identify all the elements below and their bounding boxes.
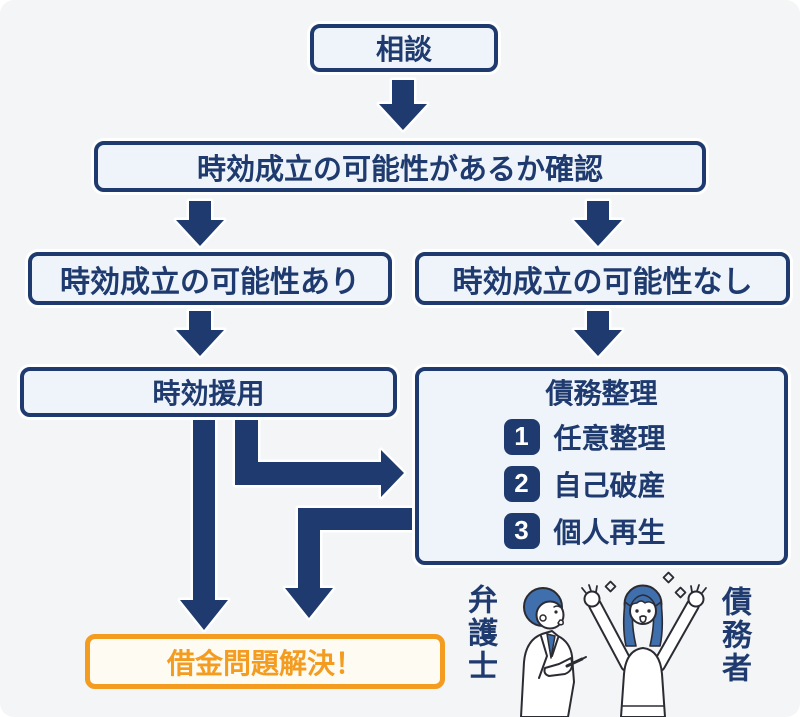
- arrow-enyou-to-result-icon: [177, 416, 231, 633]
- arrow-no-to-workout-icon: [571, 308, 625, 359]
- number-3-badge: 3: [503, 512, 540, 549]
- debt-workout-item-label: 個人再生: [553, 516, 666, 548]
- result-box: 借金問題解決！: [85, 634, 445, 689]
- arrow-yes-to-enyou-icon: [173, 308, 227, 359]
- list-item: 2 自己破産: [503, 464, 700, 504]
- lawyer-label: 弁護士: [463, 584, 496, 683]
- prescription-invoke-box: 時効援用: [20, 367, 397, 417]
- debt-workout-title: 債務整理: [545, 378, 658, 409]
- arrow-check-to-yes-icon: [173, 198, 227, 249]
- debt-workout-box: 債務整理 1 任意整理 2 自己破産 3 個人再生: [415, 367, 788, 565]
- debtor-label: 債務者: [717, 586, 750, 685]
- list-item: 3 個人再生: [503, 511, 700, 551]
- arrow-enyou-to-workout-icon: [232, 416, 407, 500]
- lawyer-illustration: [520, 587, 587, 717]
- arrow-workout-to-result-icon: [282, 505, 418, 621]
- possibility-yes-box: 時効成立の可能性あり: [28, 252, 392, 305]
- debt-workout-item-label: 自己破産: [553, 469, 666, 501]
- arrow-consult-to-check-icon: [376, 77, 430, 133]
- possibility-no-box: 時効成立の可能性なし: [415, 252, 790, 305]
- lawyer-and-debtor-illustration: [520, 571, 707, 717]
- check-possibility-box: 時効成立の可能性があるか確認: [94, 141, 706, 192]
- number-1-badge: 1: [503, 418, 540, 455]
- list-item: 1 任意整理: [503, 417, 700, 457]
- arrow-check-to-no-icon: [571, 198, 625, 249]
- debt-workout-item-label: 任意整理: [553, 422, 666, 454]
- sparkle-icon: [604, 571, 687, 599]
- number-2-badge: 2: [503, 465, 540, 502]
- debtor-illustration: [581, 571, 707, 717]
- consult-box: 相談: [310, 24, 498, 72]
